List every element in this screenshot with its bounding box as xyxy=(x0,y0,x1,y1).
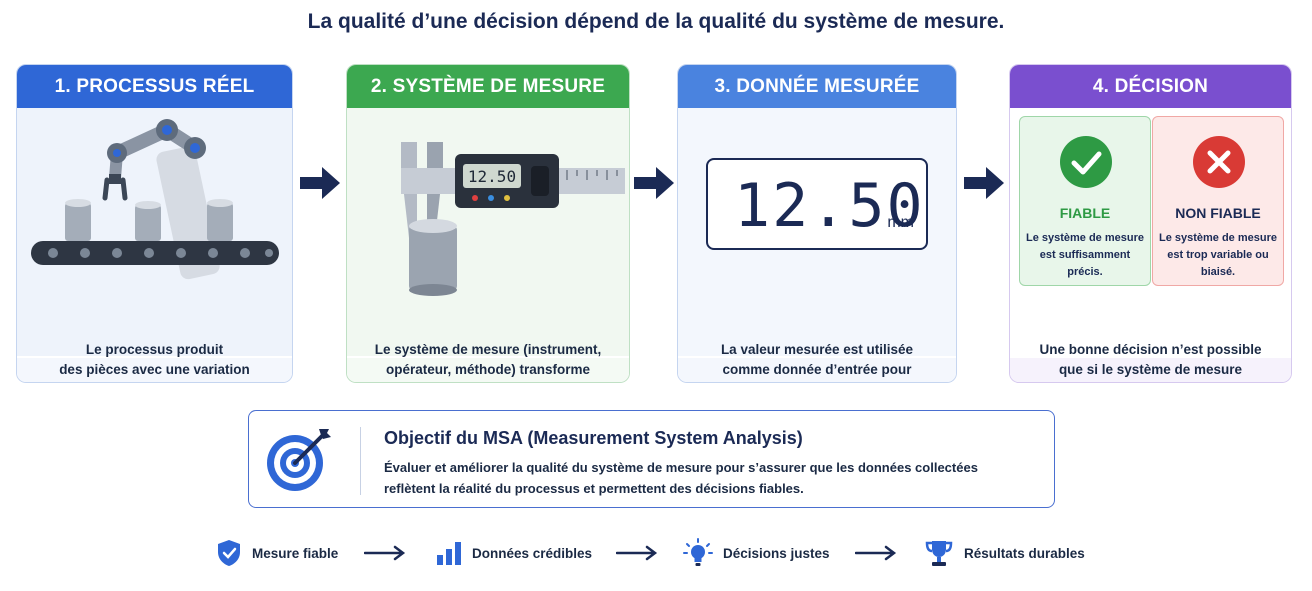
benefit-donnees-credibles: Données crédibles xyxy=(436,536,592,570)
step-card-decision: 4. DÉCISION FIABLE Le système de mesure … xyxy=(1009,64,1292,383)
step-header: 1. PROCESSUS RÉEL xyxy=(17,65,292,108)
trophy-icon xyxy=(925,541,953,566)
robot-arm-conveyor-icon xyxy=(17,108,292,356)
step-description: La valeur mesurée est utilisée comme don… xyxy=(678,342,956,382)
flow-arrow-small-icon xyxy=(855,545,897,561)
decision-reliable: FIABLE Le système de mesure est suffisam… xyxy=(1019,116,1151,286)
benefit-label: Résultats durables xyxy=(964,545,1085,561)
decision-text: Le système de mesure est trop variable o… xyxy=(1158,232,1277,278)
msa-objective-box: Objectif du MSA (Measurement System Anal… xyxy=(248,410,1055,508)
shield-check-icon xyxy=(218,540,240,566)
step-description: Le processus produit des pièces avec une… xyxy=(17,342,292,382)
benefit-resultats-durables: Résultats durables xyxy=(924,536,1085,570)
msa-divider xyxy=(360,427,361,495)
decision-label: NON FIABLE xyxy=(1175,205,1261,221)
step-header: 2. SYSTÈME DE MESURE xyxy=(347,65,629,108)
check-circle-icon xyxy=(1060,136,1112,188)
lightbulb-icon xyxy=(683,538,713,566)
benefit-mesure-fiable: Mesure fiable xyxy=(216,536,338,570)
benefit-label: Mesure fiable xyxy=(252,545,339,561)
decision-label: FIABLE xyxy=(1059,205,1111,221)
cross-circle-icon xyxy=(1193,136,1245,188)
reading-value: 12.50 xyxy=(734,171,925,241)
benefit-label: Données crédibles xyxy=(472,545,593,561)
bar-chart-icon xyxy=(437,542,461,565)
step-description: Une bonne décision n’est possible que si… xyxy=(1010,342,1291,382)
msa-title: Objectif du MSA (Measurement System Anal… xyxy=(384,428,803,448)
digital-caliper-icon: 12.50 xyxy=(347,108,629,356)
flow-arrow-icon xyxy=(964,167,1004,199)
flow-arrow-small-icon xyxy=(364,545,406,561)
step-card-processus: 1. PROCESSUS RÉEL Le processus produit d… xyxy=(16,64,293,383)
flow-arrow-small-icon xyxy=(616,545,658,561)
caliper-display: 12.50 xyxy=(468,167,516,186)
measurement-readout-panel: 12.50 mm xyxy=(678,108,956,356)
page-title: La qualité d’une décision dépend de la q… xyxy=(307,10,1005,33)
step-card-donnee-mesuree: 3. DONNÉE MESURÉE 12.50 mm La valeur mes… xyxy=(677,64,957,383)
target-arrow-icon xyxy=(267,429,331,491)
benefit-decisions-justes: Décisions justes xyxy=(683,536,830,570)
reading-unit: mm xyxy=(887,214,914,231)
decision-panel: FIABLE Le système de mesure est suffisam… xyxy=(1010,108,1291,356)
benefit-label: Décisions justes xyxy=(723,545,830,561)
flow-arrow-icon xyxy=(300,167,340,199)
step-card-systeme-mesure: 2. SYSTÈME DE MESURE 12.50 Le système de… xyxy=(346,64,630,383)
step-description: Le système de mesure (instrument, opérat… xyxy=(347,342,629,382)
step-header: 3. DONNÉE MESURÉE xyxy=(678,65,956,108)
benefits-row: Mesure fiable Données crédibles Décision… xyxy=(0,536,1312,570)
decision-text: Le système de mesure est suffisamment pr… xyxy=(1025,232,1144,278)
flow-arrow-icon xyxy=(634,167,674,199)
msa-text: Évaluer et améliorer la qualité du systè… xyxy=(384,460,978,496)
step-header: 4. DÉCISION xyxy=(1010,65,1291,108)
decision-unreliable: NON FIABLE Le système de mesure est trop… xyxy=(1152,116,1284,286)
measurement-readout: 12.50 mm xyxy=(706,158,928,250)
